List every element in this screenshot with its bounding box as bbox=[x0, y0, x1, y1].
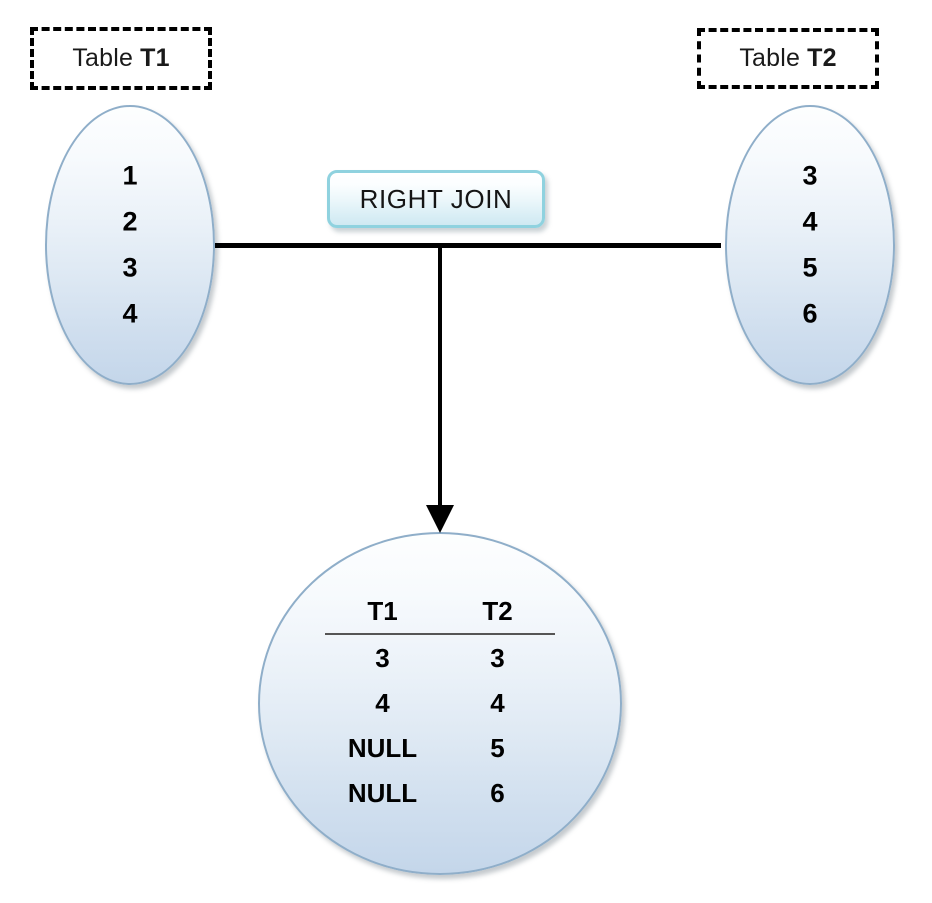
result-set-circle: T1 T2 3 3 4 4 NULL 5 bbox=[258, 532, 622, 875]
result-cell-t1: NULL bbox=[347, 778, 418, 808]
table-t1-label-prefix: Table bbox=[72, 44, 134, 72]
table-t2-value: 6 bbox=[802, 298, 818, 329]
table-t1-value: 3 bbox=[122, 252, 138, 283]
result-table: T1 T2 3 3 4 4 NULL 5 bbox=[325, 596, 555, 815]
table-row: NULL 5 bbox=[325, 725, 555, 770]
result-column-header-t2: T2 bbox=[440, 596, 555, 635]
vertical-connector-line bbox=[438, 246, 442, 511]
table-t2-ellipse: 3 4 5 6 bbox=[725, 105, 895, 385]
result-table-header-row: T1 T2 bbox=[325, 596, 555, 635]
table-t1-label: Table T1 bbox=[30, 27, 212, 90]
result-cell-t1: 4 bbox=[375, 688, 390, 718]
horizontal-connector-line bbox=[215, 243, 721, 248]
table-t2-value: 3 bbox=[802, 160, 818, 191]
table-t2-label: Table T2 bbox=[697, 28, 879, 89]
arrow-head-icon bbox=[426, 505, 454, 533]
result-cell-t2: 4 bbox=[490, 688, 505, 718]
table-t1-value: 2 bbox=[122, 206, 138, 237]
table-t2-value: 4 bbox=[802, 206, 818, 237]
result-cell-t2: 6 bbox=[490, 778, 505, 808]
result-cell-t1: NULL bbox=[347, 733, 418, 763]
table-t1-ellipse: 1 2 3 4 bbox=[45, 105, 215, 385]
table-t1-value: 4 bbox=[122, 298, 138, 329]
table-row: NULL 6 bbox=[325, 770, 555, 815]
result-cell-t2: 3 bbox=[490, 643, 505, 673]
table-t1-value: 1 bbox=[122, 160, 138, 191]
right-join-button[interactable]: RIGHT JOIN bbox=[327, 170, 545, 228]
table-t1-label-name: T1 bbox=[140, 44, 170, 72]
table-t1-values: 1 2 3 4 bbox=[47, 160, 213, 329]
result-cell-t1: 3 bbox=[375, 643, 390, 673]
result-table-wrapper: T1 T2 3 3 4 4 NULL 5 bbox=[325, 596, 555, 815]
table-t2-label-prefix: Table bbox=[739, 44, 801, 72]
table-t2-values: 3 4 5 6 bbox=[727, 160, 893, 329]
table-t2-value: 5 bbox=[802, 252, 818, 283]
table-t2-label-name: T2 bbox=[807, 44, 837, 72]
table-row: 4 4 bbox=[325, 680, 555, 725]
table-row: 3 3 bbox=[325, 634, 555, 680]
result-column-header-t1: T1 bbox=[325, 596, 440, 635]
result-cell-t2: 5 bbox=[490, 733, 505, 763]
right-join-button-label: RIGHT JOIN bbox=[359, 183, 513, 214]
